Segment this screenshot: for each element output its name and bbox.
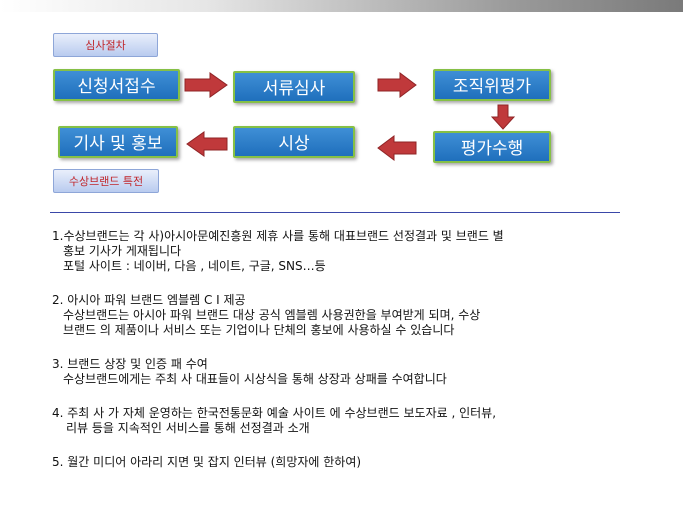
flow-step-committee-evaluation: 조직위평가 [433, 69, 551, 101]
list-item: 3. 브랜드 상장 및 인증 패 수여 수상브랜드에게는 주최 사 대표들이 시… [52, 357, 447, 386]
list-item: 1.수상브랜드는 각 사)아시아문예진흥원 제휴 사를 통해 대표브랜드 선정결… [52, 229, 504, 273]
process-tag: 심사절차 [53, 33, 158, 57]
flow-step-award: 시상 [233, 126, 355, 158]
arrow-left-icon [186, 131, 228, 157]
flow-step-press: 기사 및 홍보 [58, 126, 178, 158]
arrow-right-icon [377, 72, 417, 98]
flow-step-application: 신청서접수 [53, 69, 180, 101]
benefits-list: 1.수상브랜드는 각 사)아시아문예진흥원 제휴 사를 통해 대표브랜드 선정결… [52, 229, 652, 489]
arrow-left-icon [377, 135, 417, 161]
arrow-right-icon [184, 72, 228, 98]
section-divider [50, 212, 620, 213]
list-item: 4. 주최 사 가 자체 운영하는 한국전통문화 예술 사이트 에 수상브랜드 … [52, 406, 497, 435]
list-item: 2. 아시아 파워 브랜드 엠블렘 C I 제공 수상브랜드는 아시아 파워 브… [52, 293, 481, 337]
list-item: 5. 월간 미디어 아라리 지면 및 잡지 인터뷰 (희망자에 한하여) [52, 455, 362, 469]
top-gradient-bar [0, 0, 683, 12]
flow-step-evaluation: 평가수행 [433, 131, 551, 163]
benefits-tag: 수상브랜드 특전 [53, 169, 159, 193]
flow-step-document-review: 서류심사 [233, 71, 355, 103]
arrow-down-icon [491, 104, 515, 130]
